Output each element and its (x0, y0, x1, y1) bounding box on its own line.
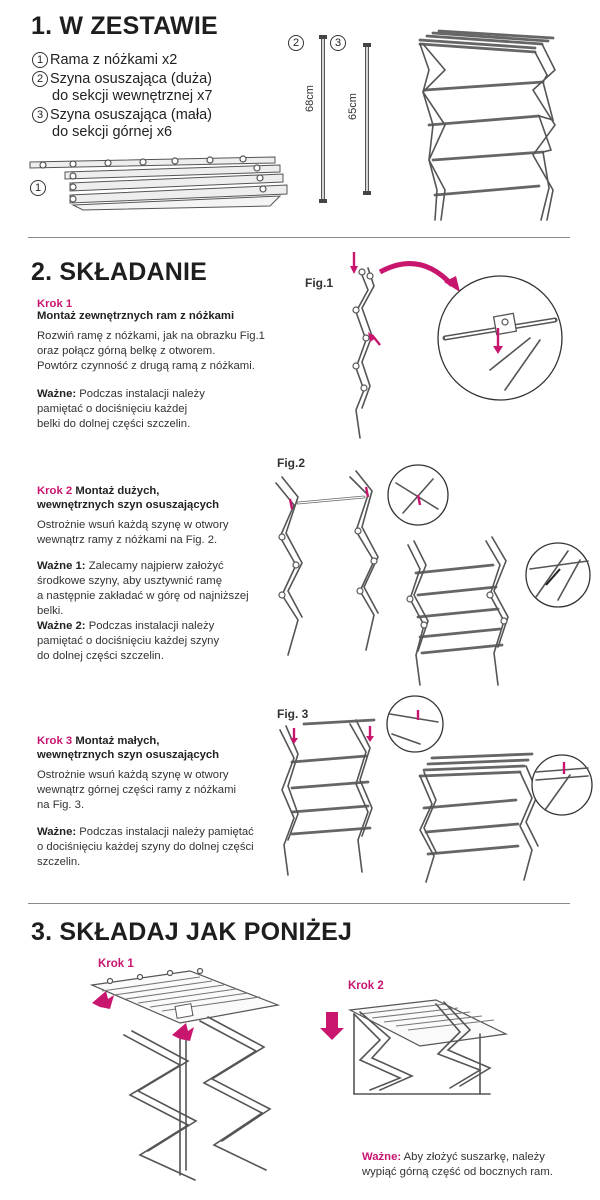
item-line2: do sekcji górnej x6 (52, 124, 173, 140)
item-number: 1 (32, 52, 48, 68)
step1-description: Rozwiń ramę z nóżkami, jak na obrazku Fi… (37, 329, 265, 374)
rack-rails (418, 29, 555, 197)
text-line: Podczas instalacji należy (88, 620, 215, 632)
item-line1: Szyna osuszająca (duża) (50, 71, 212, 87)
section1-title: 1. W ZESTAWIE (31, 12, 218, 40)
step3-important: Ważne: Podczas instalacji należy pamięta… (37, 825, 254, 870)
important-label: Ważne 1: (37, 560, 86, 572)
item-line2: do sekcji wewnętrznej x7 (52, 88, 213, 104)
text-line: wypiąć górną część od bocznych ram. (362, 1166, 553, 1178)
text-line: Aby złożyć suszarkę, należy (403, 1151, 545, 1163)
important-label: Ważne: (37, 826, 77, 838)
step1-important: Ważne: Podczas instalacji należy pamięta… (37, 387, 205, 432)
step3-description: Ostrożnie wsuń każdą szynę w otwory wewn… (37, 768, 236, 813)
text-line: oraz połącz górną belkę z otworem. (37, 345, 216, 357)
step2-title-line2: wewnętrznych szyn osuszających (37, 499, 220, 511)
fig1-label: Fig.1 (305, 276, 334, 290)
step2-title-line1: Montaż dużych, (75, 485, 160, 497)
fold-step1-label: Krok 1 (98, 958, 134, 970)
fig1-illustration (350, 252, 563, 439)
fold1-arrow-left (92, 991, 114, 1009)
section2-title: 2. SKŁADANIE (31, 258, 208, 286)
rail-large-length: 68cm (304, 85, 316, 112)
text-line: wewnątrz górnej części ramy z nóżkami (37, 784, 237, 796)
text-line: o dociśnięciu każdej szyny do dolnej czę… (37, 841, 254, 853)
text-line: Ostrożnie wsuń każdą szynę w otwory (37, 519, 229, 531)
text-line: Ostrożnie wsuń każdą szynę w otwory (37, 769, 229, 781)
text-line: Powtórz czynność z drugą ramą z nóżkami. (37, 360, 255, 372)
text-line: do dolnej części szczelin. (37, 650, 164, 662)
fig2-zoom-2 (525, 542, 591, 608)
text-line: wewnątrz ramy z nóżkami na Fig. 2. (37, 534, 218, 546)
frame-callout: 1 (30, 180, 48, 197)
item-line1: Szyna osuszająca (mała) (50, 107, 212, 123)
fold1-frame (123, 1016, 272, 1181)
text-line: belki. (37, 605, 64, 617)
fold-step2-label: Krok 2 (348, 980, 384, 992)
fold1-arrow-center (172, 1023, 194, 1041)
step3-title-line2: wewnętrznych szyn osuszających (37, 749, 220, 761)
note-label: Ważne: (362, 1151, 402, 1163)
rack-frame (419, 43, 556, 221)
text-line: pamiętać o dociśnięciu każdej (37, 403, 188, 415)
step3-number: Krok 3 (37, 735, 73, 747)
step2-description: Ostrożnie wsuń każdą szynę w otwory wewn… (37, 518, 229, 548)
fold-step1-illustration (89, 967, 281, 1181)
fig3-label: Fig. 3 (277, 707, 309, 721)
rails-illustration (319, 35, 371, 203)
step2-important2: Ważne 2: Podczas instalacji należy pamię… (37, 619, 219, 664)
section3-title: 3. SKŁADAJ JAK PONIŻEJ (31, 918, 353, 946)
fig2-assembled (406, 536, 509, 686)
text-line: Zalecamy najpierw założyć (88, 560, 224, 572)
step3-title-line1: Montaż małych, (75, 735, 160, 747)
fold1-top (89, 967, 281, 1024)
rail-small-length: 65cm (347, 93, 359, 120)
step2-number: Krok 2 (37, 485, 73, 497)
fig2-illustration (275, 464, 591, 686)
fig2-label: Fig.2 (277, 456, 306, 470)
important-label: Ważne 2: (37, 620, 86, 632)
text-line: Rozwiń ramę z nóżkami, jak na obrazku Fi… (37, 330, 265, 342)
rail-small-callout: 3 (330, 35, 348, 52)
step2-important1: Ważne 1: Zalecamy najpierw założyć środk… (37, 559, 249, 619)
item-number: 2 (32, 71, 48, 87)
fig3-assembled (418, 752, 539, 883)
text-line: Podczas instalacji należy pamiętać (79, 826, 254, 838)
text-line: środkowe szyny, aby usztywnić ramę (37, 575, 222, 587)
text-line: a następnie zakładać w górę od najniższe… (37, 590, 249, 602)
step1-title: Montaż zewnętrznych ram z nóżkami (37, 310, 235, 322)
step2-heading: Krok 2 Montaż dużych, wewnętrznych szyn … (37, 484, 219, 512)
text-line: pamiętać o dociśnięciu każdej szyny (37, 635, 220, 647)
item-number: 3 (32, 107, 48, 123)
divider-2 (28, 903, 570, 904)
step1-number: Krok 1 (37, 298, 73, 310)
text-line: szczelin. (37, 856, 81, 868)
divider-1 (28, 237, 570, 238)
text-line: belki do dolnej części szczelin. (37, 418, 191, 430)
fig3-frame-left (279, 718, 376, 876)
frame-number: 1 (30, 180, 46, 196)
text-line: na Fig. 3. (37, 799, 85, 811)
fold-note: Ważne: Aby złożyć suszarkę, należy wypią… (362, 1150, 553, 1180)
fig3-illustration (279, 695, 593, 883)
fold-step2-illustration (320, 999, 509, 1095)
fold2-arrow-down (320, 1012, 344, 1040)
item-line1: Rama z nóżkami x2 (50, 52, 178, 68)
step3-heading: Krok 3 Montaż małych, wewnętrznych szyn … (37, 734, 219, 762)
assembled-rack-illustration (418, 29, 556, 221)
rail-large-callout: 2 (288, 35, 306, 52)
text-line: Podczas instalacji należy (79, 388, 205, 400)
important-label: Ważne: (37, 388, 77, 400)
step1-label: Krok 1 (37, 297, 72, 311)
folded-frames-illustration (29, 155, 288, 211)
fig3-zoom-1 (386, 695, 444, 753)
folded-frame-1 (29, 155, 288, 211)
fig1-zoom (437, 275, 563, 401)
rail-large-number: 2 (288, 35, 304, 51)
rail-small-number: 3 (330, 35, 346, 51)
